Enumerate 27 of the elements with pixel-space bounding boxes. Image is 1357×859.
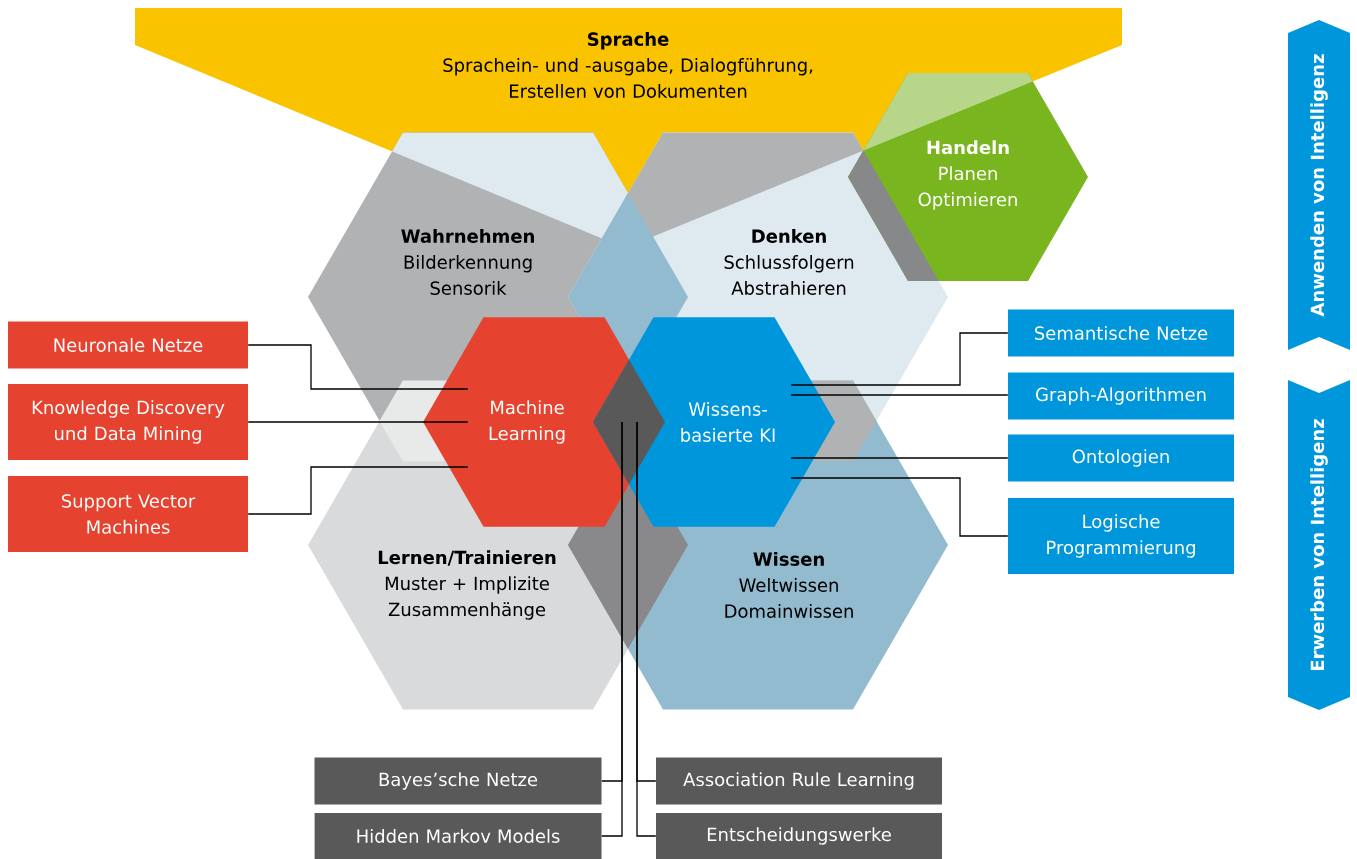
- label-box: Support Vector Machines: [8, 476, 248, 552]
- label-box: Association Rule Learning: [656, 757, 942, 805]
- label-box: Semantische Netze: [1008, 309, 1234, 357]
- connector-line: [790, 477, 1009, 537]
- connector-line: [790, 457, 1009, 459]
- connector-line: [247, 421, 469, 423]
- chevron-band: Erwerben von Intelligenz: [1288, 380, 1350, 710]
- hexagon-label: Lernen/Trainieren Muster + Implizite Zusammenhänge: [378, 550, 556, 620]
- label-box: Neuronale Netze: [8, 321, 248, 369]
- label-box: Logische Programmierung: [1008, 498, 1234, 574]
- chevron-band: Anwenden von Intelligenz: [1288, 20, 1350, 350]
- label-box: Knowledge Discovery und Data Mining: [8, 384, 248, 460]
- hexagon-label: Wissens- basierte KI: [681, 402, 775, 442]
- hexagon-label: Wahrnehmen Bilderkennung Sensorik: [401, 229, 534, 295]
- connector-line: [790, 332, 1009, 386]
- label-box: Ontologien: [1008, 434, 1234, 482]
- hexagon-label: Sprache Sprachein- und -ausgabe, Dialogführung, Erstellen von Dokumenten: [443, 32, 813, 98]
- connector-line: [790, 394, 1009, 396]
- label-box: Graph-Algorithmen: [1008, 372, 1234, 420]
- hexagon-label: Wissen Weltwissen Domainwissen: [725, 552, 853, 618]
- hexagon-label: Handeln Planen Optimieren: [918, 140, 1017, 210]
- label-box: Bayes’sche Netze: [314, 757, 602, 805]
- hexagon-label: Denken Schlussfolgern Abstrahieren: [724, 229, 854, 295]
- label-box: Hidden Markov Models: [314, 813, 602, 859]
- hexagon-label: Machine Learning: [489, 400, 565, 444]
- connector-line: [247, 344, 469, 390]
- label-box: Entscheidungswerke: [656, 813, 942, 859]
